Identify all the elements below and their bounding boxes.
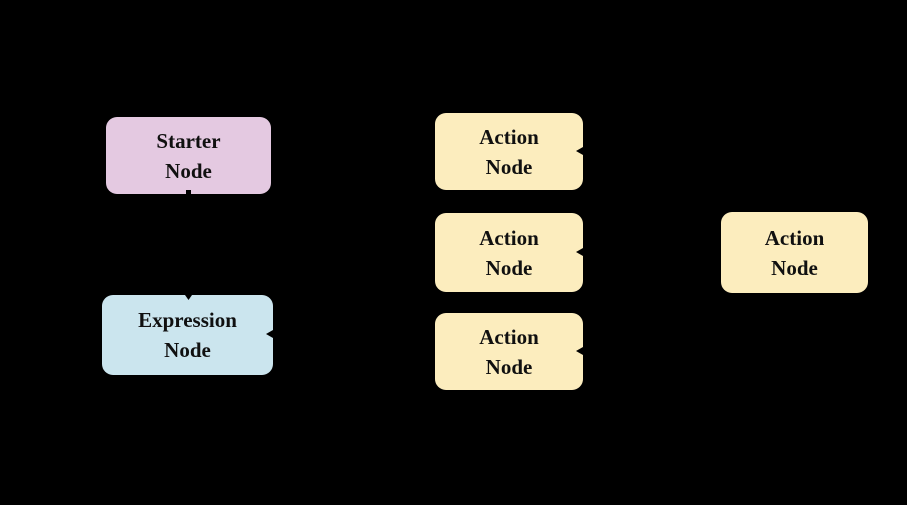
action-node-3-label-line2: Node [485, 354, 533, 379]
action-node-3: Action Node [435, 313, 583, 390]
action-node-2: Action Node [435, 213, 583, 292]
expression-node-label-line1: Expression [138, 308, 237, 332]
action-node-3-label-line1: Action [479, 324, 539, 349]
starter-node: Starter Node [106, 117, 271, 194]
edge-arrowhead-action-node-1-icon [576, 147, 583, 155]
action-node-1-label-line1: Action [479, 124, 539, 149]
starter-node-label-line2: Node [165, 158, 212, 183]
edge-arrowhead-expression-right-icon [266, 330, 273, 338]
starter-node-label-line1: Starter [156, 128, 221, 153]
action-node-2-label-line2: Node [485, 255, 533, 280]
action-node-2-label-line1: Action [479, 225, 539, 250]
edge-arrowhead-action-node-2-icon [576, 248, 583, 256]
action-node-4: Action Node [721, 212, 868, 293]
edge-arrowhead-action-node-3-icon [576, 347, 583, 355]
expression-node-label-line2: Node [164, 338, 211, 362]
edge-arrowhead-expression-top-icon [185, 295, 192, 300]
action-node-4-label-line2: Node [771, 255, 818, 280]
action-node-1: Action Node [435, 113, 583, 190]
action-node-4-label-line1: Action [764, 225, 825, 250]
expression-node: Expression Node [102, 295, 273, 375]
edge-tip-starter-bottom-icon [186, 190, 191, 194]
action-node-1-label-line2: Node [485, 154, 533, 179]
